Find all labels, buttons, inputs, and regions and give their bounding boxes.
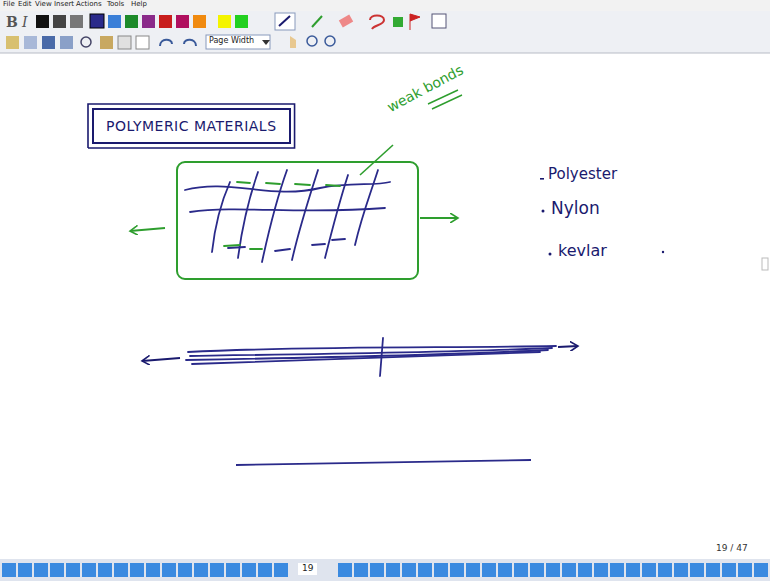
svg-text:B: B bbox=[6, 14, 18, 30]
page-number: 19 bbox=[298, 563, 317, 575]
list-item: Polyester bbox=[548, 166, 617, 183]
annotation: weak bonds bbox=[385, 62, 466, 115]
title-box: POLYMERIC MATERIALS bbox=[92, 108, 291, 144]
list-item: Nylon bbox=[551, 199, 600, 218]
menu-item: View bbox=[35, 1, 52, 9]
menu-item: Edit bbox=[18, 1, 32, 9]
menu-item: Insert bbox=[54, 1, 74, 9]
svg-text:I: I bbox=[21, 14, 28, 30]
menu-item: Tools bbox=[107, 1, 124, 9]
menu-item: Help bbox=[131, 1, 147, 9]
title-text: POLYMERIC MATERIALS bbox=[106, 118, 277, 134]
zoom-dropdown: Page Width bbox=[209, 37, 254, 46]
list-item: kevlar bbox=[558, 242, 607, 260]
page-counter: 19 / 47 bbox=[716, 544, 748, 554]
menu-item: Actions bbox=[76, 1, 102, 9]
menu-item: File bbox=[3, 1, 15, 9]
